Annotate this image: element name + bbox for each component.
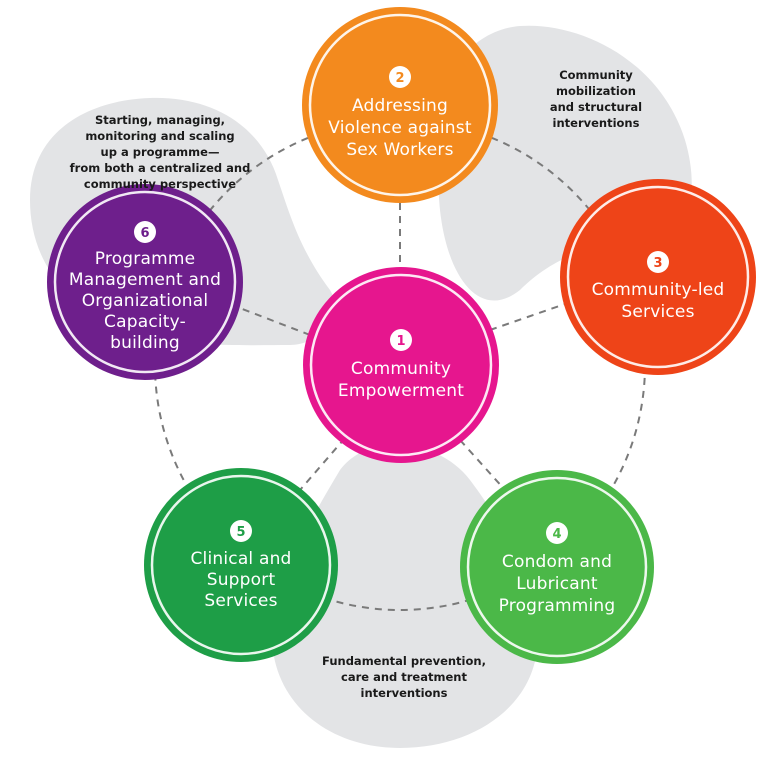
node-condom-line-3: Programming (499, 596, 616, 616)
node-programme-number: 6 (140, 226, 149, 241)
spoke-to-community-led (489, 302, 569, 331)
node-clinical-number: 5 (236, 525, 245, 540)
node-violence-line-2: Violence against (328, 118, 472, 138)
node-empowerment-number: 1 (396, 334, 405, 349)
node-clinical-line-3: Services (204, 591, 277, 611)
node-clinical-line-1: Clinical and (190, 549, 291, 569)
node-clinical-disc (144, 468, 338, 662)
caption-programme-management-line-3: up a programme— (101, 145, 220, 159)
node-condom-disc (460, 470, 654, 664)
spoke-to-clinical (299, 437, 346, 491)
node-violence-line-1: Addressing (352, 96, 448, 116)
caption-fundamental-line-3: interventions (361, 686, 448, 700)
node-community-led-disc (560, 179, 756, 375)
caption-community-mobilization-line-4: interventions (553, 116, 640, 130)
spoke-to-programme (231, 304, 311, 336)
node-programme-badge (134, 221, 156, 243)
spoke-lines (231, 195, 569, 491)
node-empowerment-line-2: Empowerment (338, 381, 464, 401)
node-violence-line-3: Sex Workers (346, 140, 453, 160)
caption-fundamental-line-2: care and treatment (341, 670, 467, 684)
caption-community-mobilization-line-1: Community (559, 68, 633, 82)
node-violence-badge (389, 66, 411, 88)
caption-programme-management-line-2: monitoring and scaling (85, 129, 234, 143)
node-empowerment-disc (303, 267, 499, 463)
node-condom-number: 4 (552, 527, 561, 542)
node-programme-line-5: building (110, 333, 180, 353)
caption-programme-management-line-1: Starting, managing, (95, 113, 225, 127)
caption-community-mobilization-line-2: mobilization (556, 84, 636, 98)
node-condom-line-1: Condom and (502, 552, 612, 572)
node-programme: 6 Programme Management and Organizationa… (47, 184, 243, 380)
caption-programme-management-line-4: from both a centralized and (70, 161, 251, 175)
node-community-led-line-2: Services (621, 302, 694, 322)
node-condom-rim (466, 476, 648, 658)
node-programme-disc (47, 184, 243, 380)
node-violence-rim (308, 13, 492, 197)
node-community-led-line-1: Community-led (592, 280, 725, 300)
caption-fundamental-line-1: Fundamental prevention, (322, 654, 486, 668)
node-community-led-badge (647, 251, 669, 273)
blob-fundamental (271, 444, 538, 748)
node-condom-line-2: Lubricant (516, 574, 598, 594)
node-clinical-badge (230, 520, 252, 542)
spoke-to-condom (459, 439, 506, 491)
caption-fundamental: Fundamental prevention, care and treatme… (322, 654, 486, 700)
caption-programme-management-line-5: community perspective (84, 177, 236, 191)
node-programme-line-4: Capacity- (104, 312, 186, 332)
node-empowerment-badge (390, 329, 412, 351)
node-violence: 2 Addressing Violence against Sex Worker… (302, 7, 498, 203)
node-violence-disc (302, 7, 498, 203)
node-programme-line-3: Organizational (82, 291, 209, 311)
node-condom-badge (546, 522, 568, 544)
caption-programme-management: Starting, managing, monitoring and scali… (70, 113, 251, 191)
node-programme-line-1: Programme (95, 249, 196, 269)
node-condom: 4 Condom and Lubricant Programming (460, 470, 654, 664)
node-violence-number: 2 (395, 71, 404, 86)
node-programme-rim (53, 190, 237, 374)
caption-community-mobilization-line-3: and structural (550, 100, 642, 114)
node-programme-line-2: Management and (69, 270, 221, 290)
node-community-led: 3 Community-led Services (560, 179, 756, 375)
node-empowerment-line-1: Community (351, 359, 451, 379)
node-community-led-number: 3 (653, 256, 662, 271)
node-empowerment: 1 Community Empowerment (303, 267, 499, 463)
caption-community-mobilization: Community mobilization and structural in… (550, 68, 642, 130)
node-community-led-rim (566, 185, 750, 369)
node-clinical-rim (150, 474, 332, 656)
node-clinical-line-2: Support (207, 570, 276, 590)
node-clinical: 5 Clinical and Support Services (144, 468, 338, 662)
node-empowerment-rim (309, 273, 493, 457)
